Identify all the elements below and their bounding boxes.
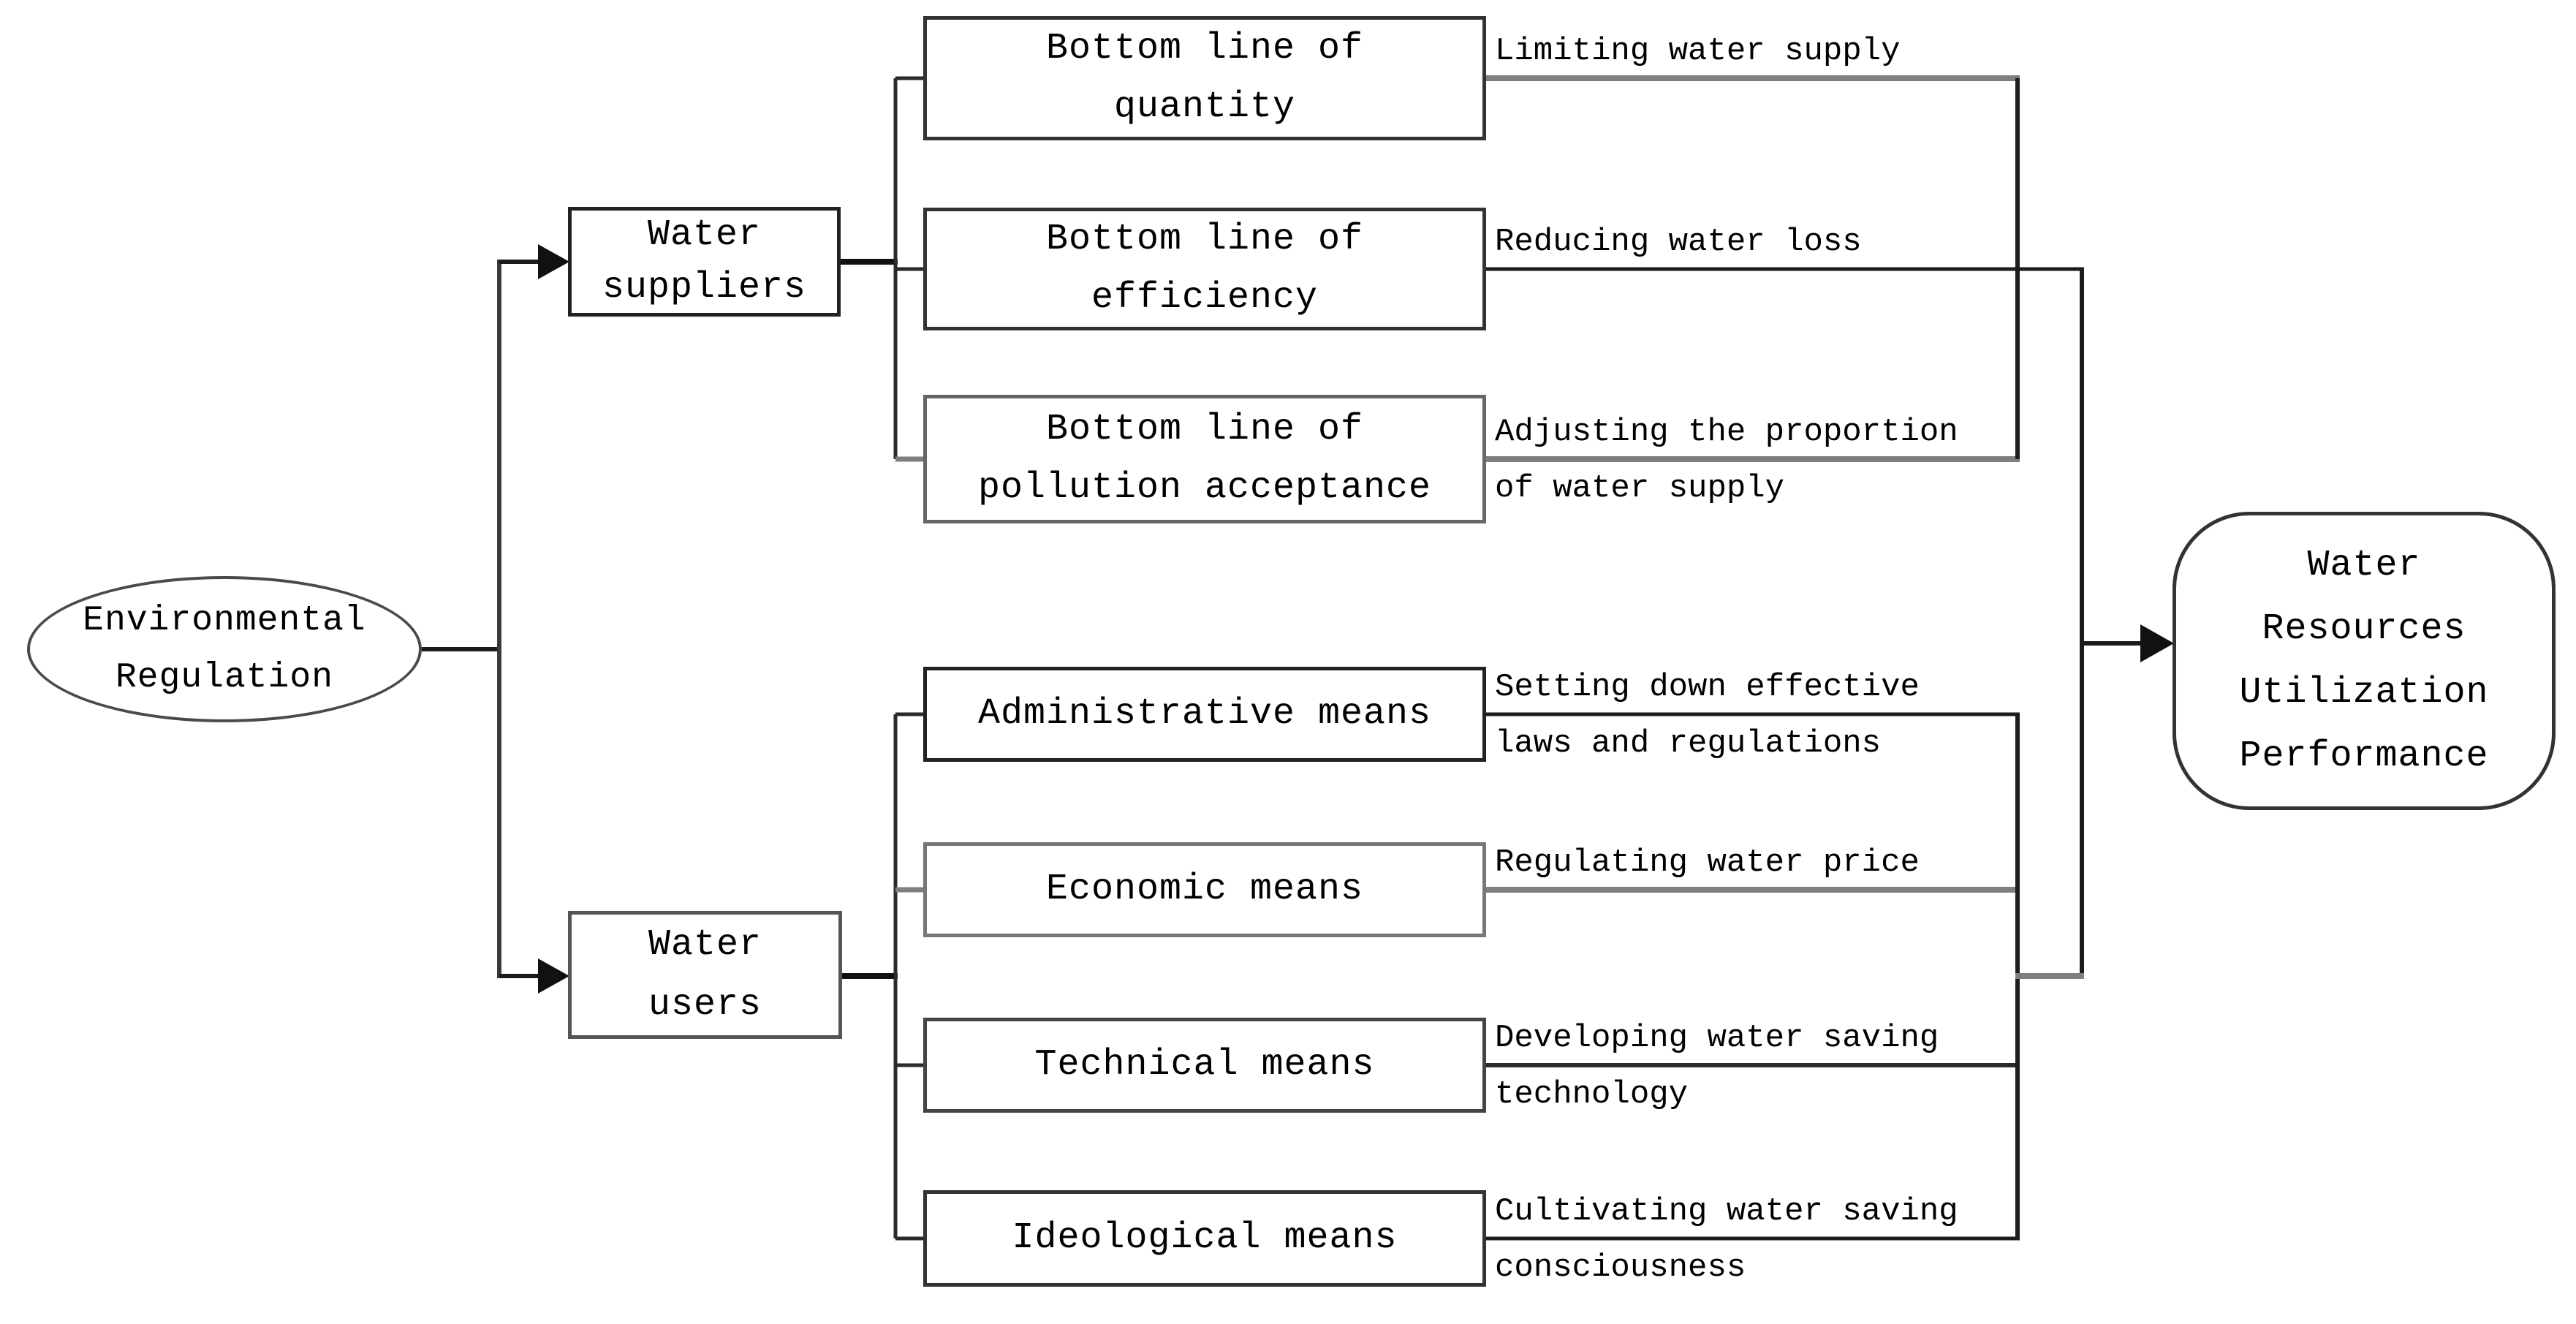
node-label-line: Bottom line of xyxy=(1045,28,1364,69)
node-label-line: Bottom line of xyxy=(1045,409,1364,450)
edge-label-limiting-water-supply: Limiting water supply xyxy=(1495,33,1901,69)
node-label-line: Utilization xyxy=(2239,672,2489,714)
edge-label-regulating-water-price: Regulating water price xyxy=(1495,844,1920,881)
edge-label-saving-technology-line1: Developing water saving xyxy=(1495,1020,1939,1056)
edge-label-reducing-water-loss: Reducing water loss xyxy=(1495,224,1862,260)
edge-label-saving-technology-line2: technology xyxy=(1495,1076,1689,1113)
node-label-line: Resources xyxy=(2262,608,2466,650)
node-label-line: Administrative means xyxy=(977,693,1432,735)
node-label-line: suppliers xyxy=(602,267,807,309)
node-bottom-line-efficiency: Bottom line of efficiency xyxy=(923,208,1486,330)
node-administrative-means: Administrative means xyxy=(923,667,1486,762)
node-label-line: Ideological means xyxy=(1012,1217,1398,1259)
node-label-line: pollution acceptance xyxy=(977,467,1432,509)
node-environmental-regulation: Environmental Regulation xyxy=(27,576,422,722)
node-bottom-line-quantity: Bottom line of quantity xyxy=(923,16,1486,140)
node-label-line: Water xyxy=(647,214,762,256)
node-label-line: efficiency xyxy=(1091,277,1319,319)
edge-label-laws-regulations-line2: laws and regulations xyxy=(1495,725,1882,762)
node-label-line: Economic means xyxy=(1045,869,1364,910)
node-water-users: Water users xyxy=(568,911,842,1039)
node-label-line: Technical means xyxy=(1034,1044,1375,1086)
node-label-line: Regulation xyxy=(115,658,334,697)
node-bottom-line-pollution: Bottom line of pollution acceptance xyxy=(923,395,1486,523)
edge-label-saving-consciousness-line2: consciousness xyxy=(1495,1249,1746,1286)
node-label-line: Performance xyxy=(2239,735,2489,777)
node-label-line: Water xyxy=(648,923,762,966)
node-label-line: Water xyxy=(2307,545,2421,586)
node-label-line: quantity xyxy=(1113,86,1296,128)
edge-label-saving-consciousness-line1: Cultivating water saving xyxy=(1495,1193,1958,1230)
node-economic-means: Economic means xyxy=(923,842,1486,937)
edge-label-adjusting-proportion-line2: of water supply xyxy=(1495,470,1785,507)
arrowhead-users-icon xyxy=(538,958,569,994)
node-label-line: Environmental xyxy=(83,601,366,640)
node-water-suppliers: Water suppliers xyxy=(568,207,841,317)
edge-label-adjusting-proportion-line1: Adjusting the proportion xyxy=(1495,414,1958,450)
edge-label-laws-regulations-line1: Setting down effective xyxy=(1495,669,1920,705)
arrowhead-outcome-icon xyxy=(2140,624,2174,662)
node-ideological-means: Ideological means xyxy=(923,1190,1486,1287)
node-label-line: users xyxy=(648,983,762,1026)
node-label-line: Bottom line of xyxy=(1045,219,1364,260)
node-water-resources-performance: Water Resources Utilization Performance xyxy=(2172,512,2556,810)
node-technical-means: Technical means xyxy=(923,1018,1486,1113)
arrowhead-suppliers-icon xyxy=(538,244,569,279)
